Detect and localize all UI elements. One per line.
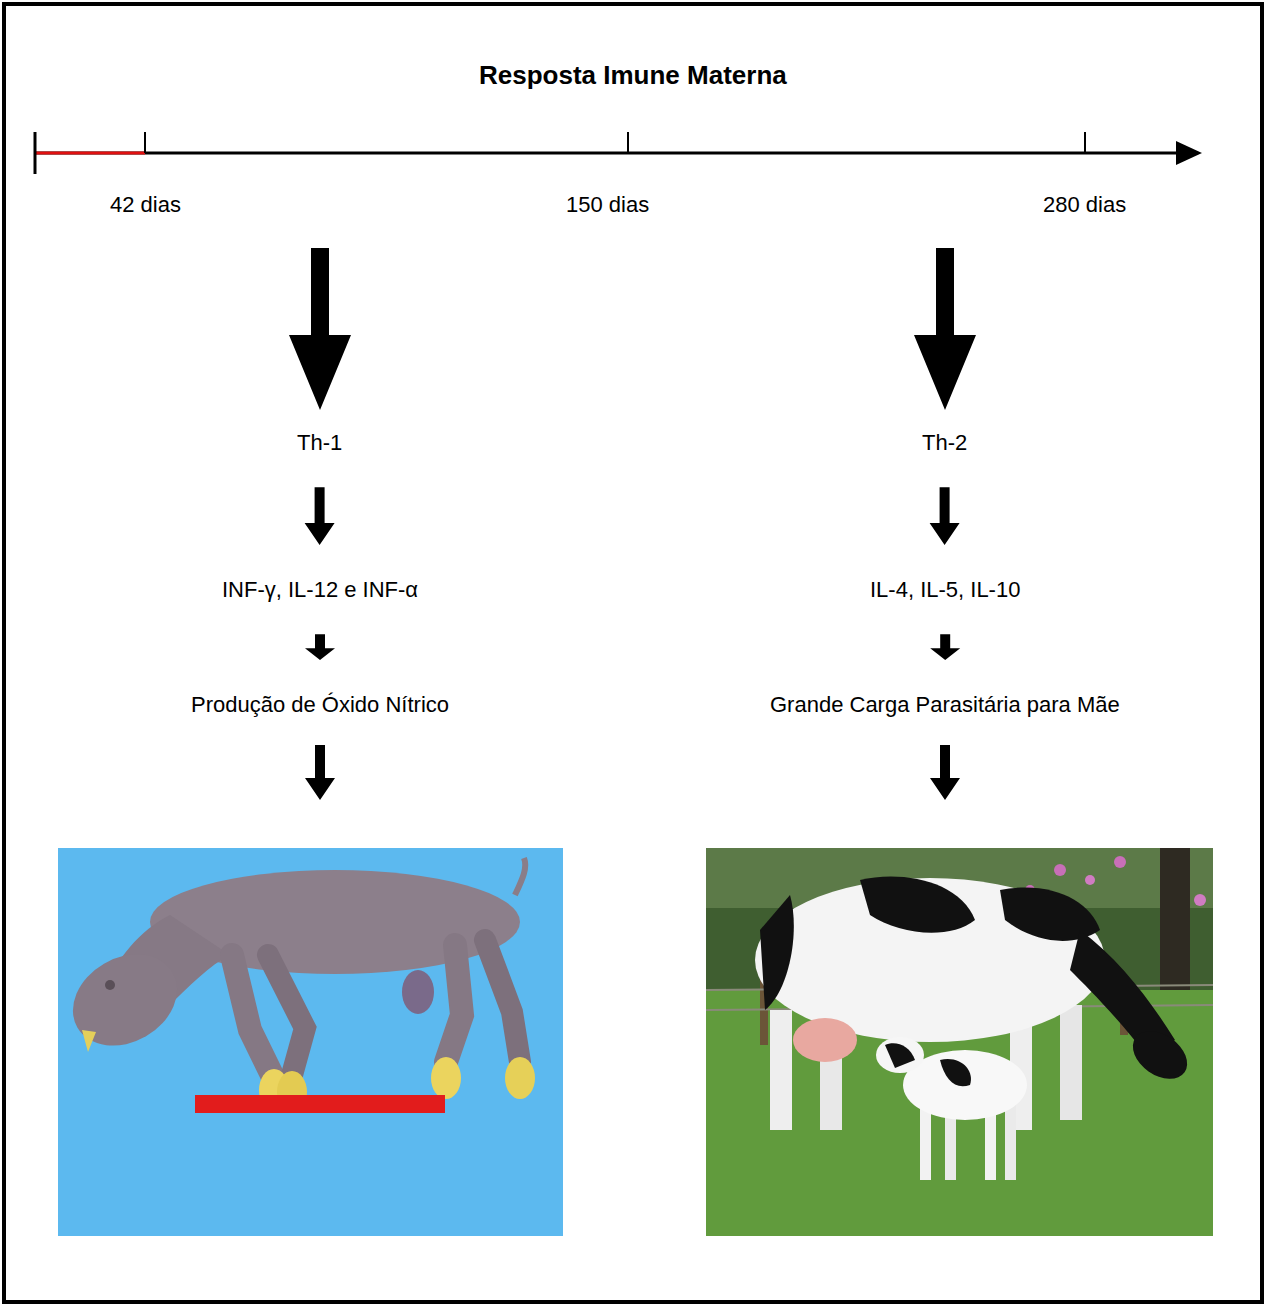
fetus-photo-part [105,980,115,990]
response-step: Grande Carga Parasitária para Mãe [758,662,1132,747]
fetus-photo-part [82,1030,96,1052]
cow-photo-part [876,1037,924,1073]
fetus-photo-part [515,858,525,895]
timeline-part [34,132,37,174]
cow-photo-part [1060,1005,1082,1120]
timeline-part [35,152,1182,155]
step-text: INF-γ, IL-12 e INF-α [222,577,418,602]
response-step: INF-γ, IL-12 e INF-α [210,547,430,632]
step-text: Th-2 [922,430,967,455]
big-arrow [289,248,976,410]
flow-arrow [305,634,335,660]
fetus-photo-part [446,945,462,1062]
cow-photo-part [1160,848,1190,998]
fetus-photo-part [431,1057,461,1099]
diagram-title: Resposta Imune Materna [479,61,787,91]
step-text: Th-1 [297,430,342,455]
cow-photo-part [940,1059,971,1086]
fetus-photo-part [268,955,305,1075]
timeline-label: 42 dias [110,192,181,217]
flow-arrow [305,487,335,545]
step-text: Grande Carga Parasitária para Mãe [770,692,1120,717]
response-step: Th-1 [285,400,354,485]
timeline-part [1084,132,1086,153]
timeline-part [627,132,629,153]
small-arrow-part [305,745,335,800]
cow-photo-part [1005,1100,1016,1180]
cow-photo-part [860,876,975,932]
fetus-photo [56,848,563,1236]
cow-photo-part [770,1010,792,1130]
cow-photo-part [1000,887,1100,941]
fetus-photo-part [485,940,520,1062]
step-text: IL-4, IL-5, IL-10 [870,577,1020,602]
cow-photo-part [1194,894,1206,906]
cow-photo-part [793,1018,857,1062]
response-step: Th-2 [910,400,979,485]
cow-photo-part [1124,1021,1196,1088]
response-step: IL-4, IL-5, IL-10 [858,547,1032,632]
fetus-photo-part [58,848,563,1236]
small-arrow [305,745,960,800]
small-arrow-part [930,745,960,800]
fetus-photo-part [195,1095,445,1113]
timeline-label: 150 dias [566,192,649,217]
timeline-part [35,152,145,155]
cow-photo-part [1085,875,1095,885]
response-step: Produção de Óxido Nítrico [179,662,461,747]
fetus-photo-part [56,936,193,1064]
timeline-part [144,132,146,153]
flow-arrow [930,634,960,660]
cow-photo-part [1114,856,1126,868]
fetus-photo-part [505,1057,535,1099]
step-text: Produção de Óxido Nítrico [191,692,449,717]
cow-photo-part [706,848,1213,1236]
big-arrow-part [914,248,976,410]
cow-photo [706,848,1213,1236]
cow-photo-part [760,895,794,1010]
flow-arrow [930,487,960,545]
timeline-part [1176,141,1202,165]
big-arrow-part [289,248,351,410]
cow-photo-part [885,1043,915,1068]
timeline [35,132,1202,174]
fetus-photo-part [402,970,434,1014]
cow-photo-part [1054,864,1066,876]
timeline-label: 280 dias [1043,192,1126,217]
